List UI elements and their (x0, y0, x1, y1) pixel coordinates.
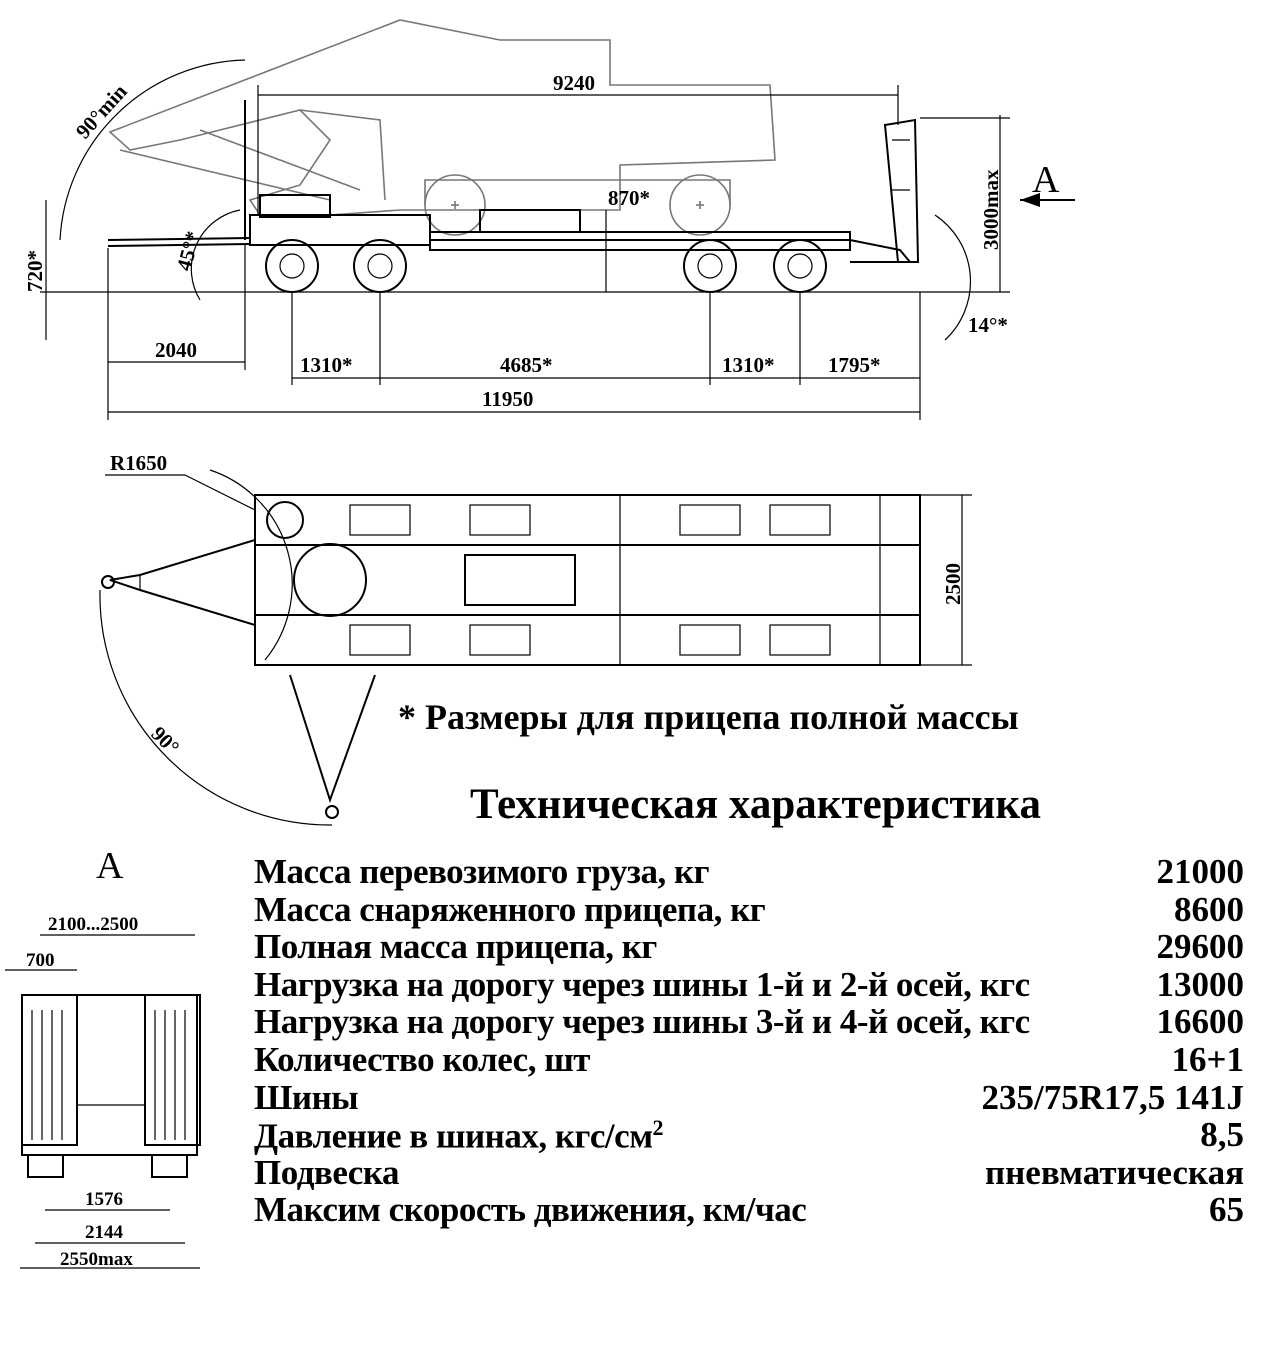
spec-label: Подвеска (254, 1152, 399, 1192)
wheels-side (265, 239, 827, 293)
spec-value: 16600 (1156, 1002, 1245, 1042)
chassis-side (107, 100, 920, 263)
spec-value: пневматическая (984, 1152, 1244, 1192)
spec-label: Нагрузка на дорогу через шины 3-й и 4-й … (254, 1002, 1030, 1042)
top-view: 90° R1650 2500 (99, 451, 972, 826)
spec-label: Нагрузка на дорогу через шины 1-й и 2-й … (254, 964, 1030, 1004)
dim-turn-radius: R1650 (110, 451, 167, 475)
spec-row: Масса перевозимого груза, кг 21000 (254, 852, 1274, 891)
view-a-label-side: A (1032, 159, 1060, 201)
spec-row: Нагрузка на дорогу через шины 1-й и 2-й … (254, 964, 1274, 1004)
side-view: 9240 3000max A 870* 720* 90°min 45°* 14°… (23, 19, 1075, 420)
spec-row: Масса снаряженного прицепа, кг 8600 (254, 889, 1274, 929)
spec-label: Максим скорость движения, км/час (254, 1190, 807, 1230)
spec-label-sup: 2 (652, 1115, 664, 1141)
dim-rear-overhang: 1795* (828, 353, 881, 377)
spec-value: 8,5 (1200, 1115, 1244, 1155)
spec-value: 16+1 (1171, 1039, 1244, 1079)
dim-ramp-width: 700 (26, 950, 55, 971)
footnote: * Размеры для прицепа полной массы (398, 697, 1019, 737)
spec-label: Масса перевозимого груза, кг (254, 852, 710, 891)
dim-coupling-height: 720* (23, 250, 47, 292)
dim-track-inner: 1576 (85, 1189, 123, 1210)
dim-width: 2500 (941, 563, 965, 605)
dim-axle-front: 1310* (300, 353, 353, 377)
dim-ramp-span: 2100...2500 (48, 914, 138, 935)
view-a: 2100...2500 700 1576 2144 2550max (5, 914, 201, 1270)
spec-row: Количество колес, шт 16+1 (254, 1039, 1274, 1079)
spec-row: Нагрузка на дорогу через шины 3-й и 4-й … (254, 1002, 1274, 1042)
spec-value: 8600 (1174, 889, 1244, 929)
dim-front-overhang: 2040 (155, 338, 197, 362)
spec-row: Полная масса прицепа, кг 29600 (254, 927, 1274, 967)
dim-overall-length: 11950 (482, 387, 533, 411)
dim-track: 2144 (85, 1222, 124, 1243)
spec-row: Подвеска пневматическая (254, 1152, 1274, 1192)
dim-height-max: 3000max (979, 169, 1003, 250)
dim-overall-load: 9240 (553, 71, 595, 95)
spec-table: Масса перевозимого груза, кг 21000 Масса … (254, 852, 1274, 1230)
spec-value: 13000 (1156, 964, 1245, 1004)
spec-row: Давление в шинах, кгс/см2 8,5 (254, 1115, 1274, 1156)
spec-title: Техническая характеристика (470, 781, 1042, 828)
dim-axle-rear: 1310* (722, 353, 775, 377)
spec-value: 29600 (1156, 927, 1245, 967)
spec-value: 65 (1209, 1190, 1244, 1230)
dim-axle-base: 4685* (500, 353, 553, 377)
dim-departure-angle: 14°* (968, 313, 1008, 337)
spec-value: 235/75R17,5 141J (981, 1077, 1245, 1117)
view-a-title: A (96, 845, 124, 887)
spec-label: Количество колес, шт (254, 1039, 590, 1079)
spec-label-text: Давление в шинах, кгс/см (254, 1116, 653, 1156)
spec-label: Шины (254, 1077, 359, 1117)
dim-boom-angle: 90°min (71, 79, 132, 143)
dim-width-max: 2550max (60, 1249, 133, 1270)
spec-label: Давление в шинах, кгс/см2 (254, 1115, 664, 1157)
excavator-load-outline (108, 19, 776, 236)
spec-label: Полная масса прицепа, кг (254, 927, 657, 967)
spec-value: 21000 (1156, 852, 1245, 891)
spec-row: Шины 235/75R17,5 141J (254, 1077, 1274, 1117)
dim-deck-height: 870* (608, 186, 650, 210)
spec-row: Максим скорость движения, км/час 65 (254, 1190, 1274, 1230)
dim-turn-angle: 90° (146, 722, 184, 760)
dim-ramp-angle: 45°* (172, 229, 206, 274)
spec-label: Масса снаряженного прицепа, кг (254, 889, 766, 929)
